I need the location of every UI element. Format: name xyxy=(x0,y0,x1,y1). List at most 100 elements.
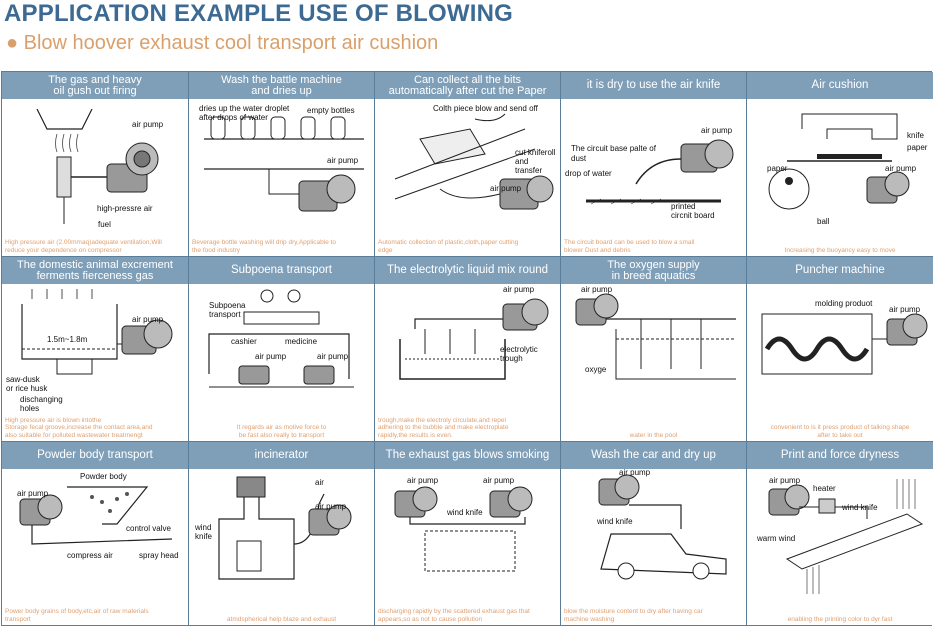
diagram-label: transport xyxy=(209,310,241,319)
cell-air-knife-dry: it is dry to use the air knife air pump … xyxy=(561,72,747,257)
diagram-label: air xyxy=(315,478,324,487)
cell-illustration: dries up the water droplet after drops o… xyxy=(199,104,364,212)
cell-caption: Automatic collection of plastic,cloth,pa… xyxy=(378,239,519,254)
cell-header: The exhaust gas blows smoking xyxy=(375,442,560,469)
cell-caption: Power body grains of body,etc,air of raw… xyxy=(5,608,149,623)
cell-illustration: air pump heater wind knife warm wind xyxy=(756,476,924,594)
diagram-label: circnit board xyxy=(671,211,715,220)
cell-illustration: molding produot air pump xyxy=(761,299,928,375)
diagram-label: air pump xyxy=(483,476,515,485)
cell-print-dryness: Print and force dryness air pump heater … xyxy=(747,442,933,625)
diagram-label: electrolytic xyxy=(500,345,538,354)
cell-illustration: air pump 1.5m~1.8m saw-dusk or rice husk… xyxy=(6,289,173,413)
cell-illustration: air pump air pump wind knife xyxy=(394,476,533,572)
cell-caption: atmdspherical help blaze and exhaust xyxy=(226,615,337,623)
diagram-label: air pump xyxy=(317,352,349,361)
cell-powder-transport: Powder body transport Powder body air pu… xyxy=(2,442,189,625)
diagram-label: after drops of water xyxy=(199,113,268,122)
diagram-label: knife xyxy=(195,532,212,541)
page-subtitle: ● Blow hoover exhaust cool transport air… xyxy=(6,32,439,54)
cell-header: incinerator xyxy=(189,442,374,469)
diagram-label: paper xyxy=(907,143,928,152)
cell-illustration: air pump electrolytic trough xyxy=(399,285,549,380)
cell-header: The oxygen supply in breed aquatics xyxy=(561,257,746,284)
cell-caption: convenient to is it press product of tal… xyxy=(770,424,910,439)
cell-header: Powder body transport xyxy=(2,442,188,469)
cell-illustration: Subpoena transport cashier medicine air … xyxy=(208,289,354,388)
diagram-label: air pump xyxy=(315,502,347,511)
diagram-label: printed xyxy=(671,202,695,211)
diagram-label: paper xyxy=(767,164,788,173)
cell-subpoena-transport: Subpoena transport Subpoena transport ca… xyxy=(189,257,375,442)
cell-animal-excrement: The domestic animal excrement ferments f… xyxy=(2,257,189,442)
diagram-label: dries up the water droplet xyxy=(199,104,290,113)
diagram-label: Colth piece blow and send off xyxy=(433,104,539,113)
diagram-label: and xyxy=(515,157,528,166)
cell-caption: Increasing the buoyancy easy to move xyxy=(784,246,896,254)
cell-caption: High pressure air (2.00mmaq)adequate ven… xyxy=(5,239,162,254)
diagram-label: trough xyxy=(500,354,523,363)
cell-air-cushion: Air cushion knife paper paper air pump b… xyxy=(747,72,933,257)
diagram-label: Subpoena xyxy=(209,301,246,310)
diagram-label: air pump xyxy=(327,156,359,165)
application-grid: The gas and heavy oil gush out firing ai… xyxy=(1,71,933,626)
diagram-label: knife xyxy=(907,131,924,140)
diagram-label: cashier xyxy=(231,337,257,346)
diagram-label: air pump xyxy=(769,476,801,485)
cell-collect-bits: Can collect all the bits automatically a… xyxy=(375,72,561,257)
diagram-label: high-pressre air xyxy=(97,204,153,213)
diagram-label: control valve xyxy=(126,524,171,533)
diagram-label: 1.5m~1.8m xyxy=(47,335,88,344)
cell-illustration: air wind knife air pump xyxy=(194,476,352,580)
diagram-label: wind knife xyxy=(841,503,878,512)
diagram-label: The circuit base palte of xyxy=(571,144,657,153)
cell-illustration: air pump The circuit base palte of dust … xyxy=(565,126,734,220)
cell-illustration: Colth piece blow and send off cut knifer… xyxy=(394,104,556,210)
cell-caption: blow the moisture content to dry after h… xyxy=(564,608,703,623)
diagram-label: wind knife xyxy=(446,508,483,517)
cell-header: The electrolytic liquid mix round xyxy=(375,257,560,284)
cell-caption: High pressure air is blown intothe Stora… xyxy=(5,416,153,439)
diagram-label: oxyge xyxy=(585,365,607,374)
diagram-label: medicine xyxy=(285,337,318,346)
cell-exhaust-gas: The exhaust gas blows smoking air pump a… xyxy=(375,442,561,625)
diagram-label: Powder body xyxy=(80,472,127,481)
cell-wash-bottle-machine: Wash the battle machine and dries up dri… xyxy=(189,72,375,257)
cell-header: Subpoena transport xyxy=(189,257,374,284)
diagram-label: air pump xyxy=(132,315,164,324)
diagram-label: air pump xyxy=(407,476,439,485)
cell-header: Air cushion xyxy=(747,72,933,99)
diagram-label: air pump xyxy=(503,285,535,294)
cell-caption: Beverage bottle washing will drip dry,Ap… xyxy=(192,239,337,254)
diagram-label: molding produot xyxy=(815,299,873,308)
cell-caption: discharging rapidly by the scattered exh… xyxy=(378,608,530,623)
cell-electrolytic-mix: The electrolytic liquid mix round air pu… xyxy=(375,257,561,442)
diagram-label: air pump xyxy=(581,285,613,294)
cell-caption: The circuit board can be used to blow a … xyxy=(564,239,695,254)
diagram-label: empty bottles xyxy=(307,106,355,115)
cell-oxygen-aquatics: The oxygen supply in breed aquatics air … xyxy=(561,257,747,442)
diagram-label: wind xyxy=(194,523,211,532)
diagram-label: holes xyxy=(20,404,39,413)
cell-caption: trough,make the electroly circulate,and … xyxy=(378,416,509,439)
diagram-label: saw-dusk xyxy=(6,375,41,384)
cell-header: The domestic animal excrement ferments f… xyxy=(2,257,188,284)
diagram-label: air pump xyxy=(17,489,49,498)
diagram-label: wind knife xyxy=(596,517,633,526)
diagram-label: air pump xyxy=(885,164,917,173)
cell-illustration: Powder body air pump control valve compr… xyxy=(17,472,179,560)
cell-illustration: knife paper paper air pump ball xyxy=(767,113,928,226)
diagram-label: air pump xyxy=(132,120,164,129)
diagram-label: dischanging xyxy=(20,395,63,404)
cell-header: Wash the car and dry up xyxy=(561,442,746,469)
cell-caption: water in the pool xyxy=(629,431,678,439)
diagram-label: air pump xyxy=(255,352,287,361)
diagram-label: air pump xyxy=(889,305,921,314)
diagram-label: ball xyxy=(817,217,830,226)
cell-header: Wash the battle machine and dries up xyxy=(189,72,374,99)
diagram-label: or rice husk xyxy=(6,384,48,393)
cell-illustration: air pump high-pressre air fuel xyxy=(36,108,164,229)
diagram-label: air pump xyxy=(619,469,651,477)
diagram-label: spray head xyxy=(139,551,179,560)
diagram-label: air pump xyxy=(701,126,733,135)
